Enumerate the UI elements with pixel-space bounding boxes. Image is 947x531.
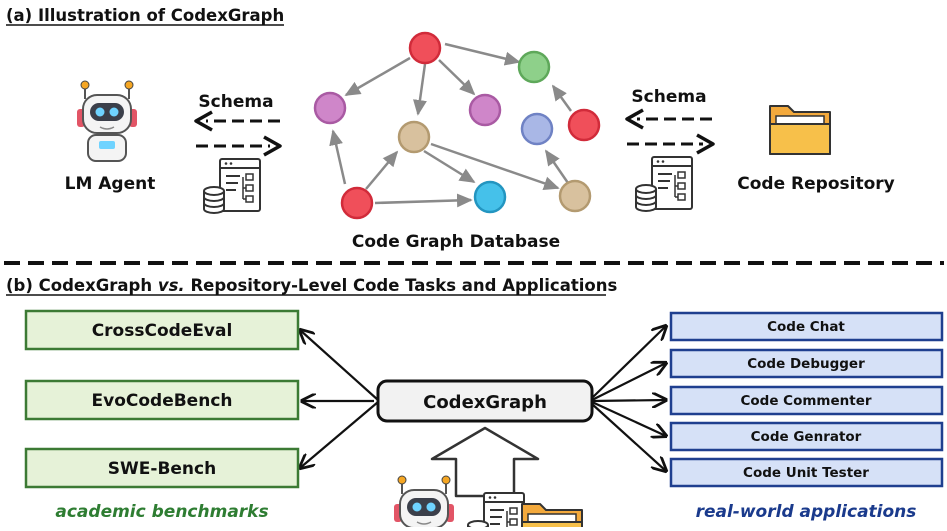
connector-arrows	[300, 326, 666, 471]
section-b-heading-part2: Repository-Level Code Tasks and Applicat…	[185, 276, 618, 295]
application-label: Code Debugger	[747, 356, 865, 372]
graph-node-tan	[397, 120, 431, 154]
schema-arrow-left-to-agent	[194, 110, 280, 132]
graph-nodes	[313, 31, 601, 220]
section-a-heading: (a) Illustration of CodexGraph	[6, 6, 284, 25]
codexgraph-label: CodexGraph	[423, 392, 547, 413]
schema-arrow-db-to-repo	[627, 133, 715, 155]
graph-node-cyan	[473, 180, 507, 214]
arrow-to-code-debugger	[591, 363, 666, 401]
application-box: Code Genrator	[669, 421, 944, 452]
robot-icon	[76, 80, 138, 162]
graph-edge	[374, 193, 473, 208]
application-box: Code Commenter	[669, 385, 944, 416]
graph-edge	[430, 142, 560, 191]
database-schema-icon	[635, 156, 693, 212]
graph-edge	[413, 63, 427, 116]
graph-node-tan	[558, 179, 592, 213]
arrow-to-swe-bench	[300, 401, 379, 468]
application-label: Code Genrator	[751, 429, 862, 445]
application-label: Code Commenter	[740, 393, 871, 409]
graph-edges	[329, 42, 573, 208]
schema-label-right: Schema	[631, 87, 706, 107]
section-b-heading-part1: (b) CodexGraph	[6, 276, 158, 295]
robot-icon	[393, 475, 455, 531]
graph-edge	[329, 129, 347, 185]
schema-label-left: Schema	[198, 92, 273, 112]
graph-node-lightblue	[520, 112, 554, 146]
codexgraph-box: CodexGraph	[376, 379, 594, 423]
graph-edge	[344, 56, 411, 97]
academic-benchmarks-caption: academic benchmarks	[55, 502, 268, 522]
hollow-up-arrow	[430, 426, 540, 498]
benchmark-label: SWE-Bench	[108, 459, 216, 479]
folder-icon	[769, 105, 831, 155]
graph-node-purple	[468, 93, 502, 127]
arrow-to-code-genrator	[591, 401, 666, 436]
code-graph-database-label: Code Graph Database	[352, 232, 560, 252]
arrow-to-code-commenter	[591, 400, 666, 401]
benchmark-box: CrossCodeEval	[24, 309, 300, 351]
application-box: Code Unit Tester	[669, 457, 944, 488]
lm-agent-label: LM Agent	[65, 174, 156, 194]
graph-node-green	[517, 50, 551, 84]
benchmark-label: EvoCodeBench	[92, 391, 233, 411]
graph-node-red	[340, 186, 374, 220]
graph-edge	[444, 42, 521, 66]
section-b-heading-vs: vs.	[158, 276, 185, 295]
section-b-heading: (b) CodexGraph vs. Repository-Level Code…	[6, 276, 617, 295]
graph-edge	[551, 84, 573, 112]
code-repository-label: Code Repository	[737, 174, 894, 194]
real-world-applications-caption: real-world applications	[696, 502, 917, 522]
benchmark-box: SWE-Bench	[24, 447, 300, 489]
application-label: Code Chat	[767, 319, 845, 335]
application-box: Code Debugger	[669, 348, 944, 379]
database-schema-icon	[467, 492, 525, 531]
graph-node-red	[408, 31, 442, 65]
graph-node-purple	[313, 91, 347, 125]
application-label: Code Unit Tester	[743, 465, 869, 481]
schema-arrow-right-to-db	[196, 135, 282, 157]
application-box: Code Chat	[669, 311, 944, 342]
database-schema-icon	[203, 158, 261, 214]
benchmark-label: CrossCodeEval	[92, 321, 233, 341]
arrow-to-code-chat	[591, 326, 666, 399]
graph-edge	[544, 149, 570, 184]
graph-edge	[423, 149, 476, 184]
folder-icon	[521, 503, 583, 531]
graph-edge	[438, 59, 476, 96]
schema-arrow-repo-to-db	[625, 108, 712, 130]
arrow-to-code-unit-tester	[591, 403, 666, 471]
benchmark-box: EvoCodeBench	[24, 379, 300, 421]
graph-node-red	[567, 108, 601, 142]
arrow-to-crosscodeeval	[300, 330, 379, 401]
graph-edge	[365, 150, 399, 190]
